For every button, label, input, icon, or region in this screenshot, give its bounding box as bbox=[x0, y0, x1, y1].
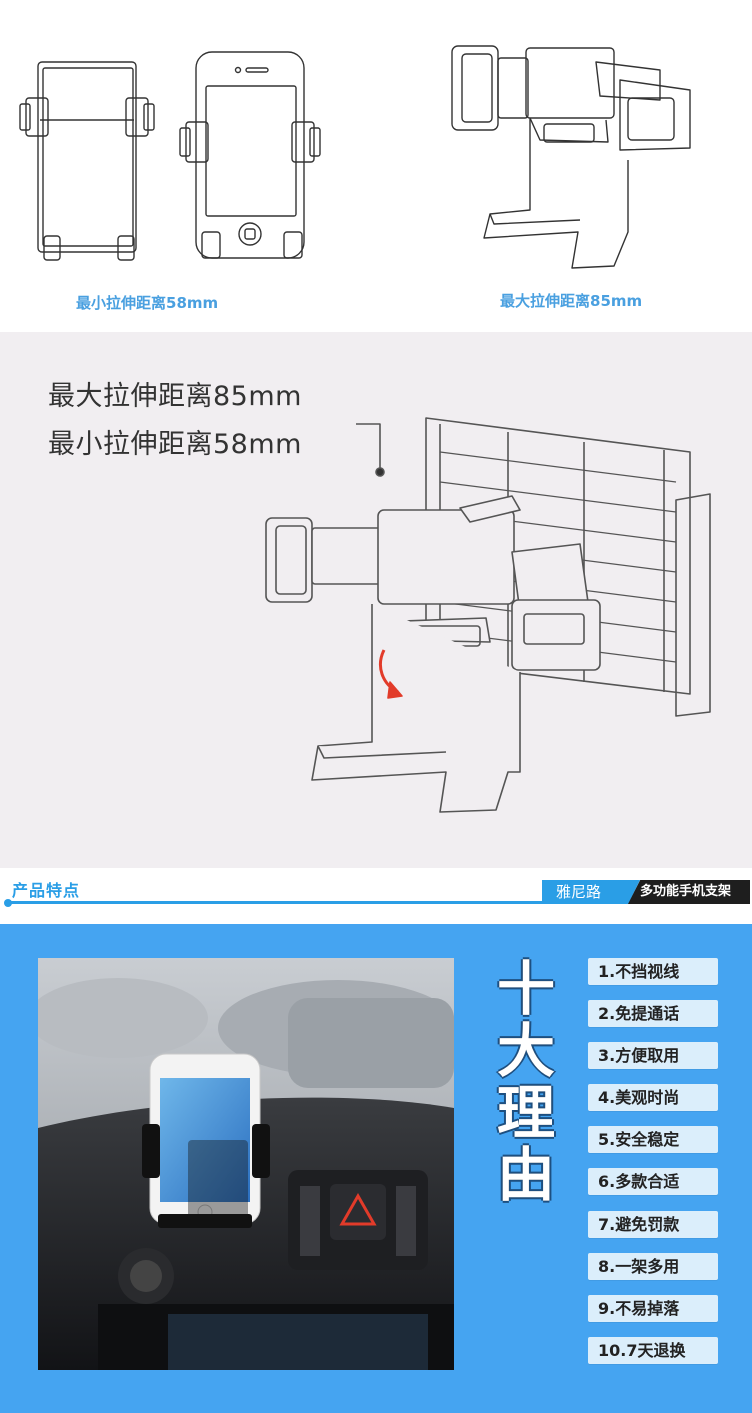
max-stretch-spec: 最大拉伸距离85mm bbox=[48, 381, 302, 412]
reason-item: 3.方便取用 bbox=[588, 1042, 718, 1070]
reason-item: 5.安全稳定 bbox=[588, 1126, 718, 1154]
car-mount-photo bbox=[38, 958, 454, 1370]
reason-item: 2.免提通话 bbox=[588, 1000, 718, 1028]
title-char: 大 bbox=[496, 1017, 555, 1085]
phone-iphone-drawing bbox=[179, 51, 321, 259]
reason-item: 1.不挡视线 bbox=[588, 958, 718, 985]
max-stretch-caption: 最大拉伸距离85mm bbox=[500, 292, 643, 310]
stretch-diagram-panel: 最小拉伸距离58mm 最大拉伸距离85mm bbox=[0, 0, 752, 332]
reason-item: 9.不易掉落 bbox=[588, 1294, 718, 1322]
min-stretch-caption: 最小拉伸距离58mm bbox=[76, 294, 219, 312]
holder-max-drawing bbox=[451, 45, 691, 269]
features-title: 产品特点 bbox=[12, 881, 81, 900]
holder-vent-drawing bbox=[265, 417, 711, 813]
header-dot bbox=[4, 899, 12, 907]
reason-item: 7.避免罚款 bbox=[588, 1210, 718, 1238]
header-divider bbox=[6, 901, 548, 904]
reasons-list: 1.不挡视线 2.免提通话 3.方便取用 4.美观时尚 5.安全稳定 6.多款合… bbox=[588, 958, 718, 1379]
spec-sheet-panel: 最大拉伸距离85mm 最小拉伸距离58mm bbox=[0, 332, 752, 868]
reason-item: 10.7天退换 bbox=[588, 1336, 718, 1364]
holder-line-drawings bbox=[19, 45, 691, 269]
reason-item: 4.美观时尚 bbox=[588, 1084, 718, 1112]
title-char: 由 bbox=[496, 1141, 555, 1209]
phone-min-drawing bbox=[19, 61, 155, 261]
brand-label: 雅尼路 bbox=[542, 880, 640, 904]
ten-reasons-panel: 十 大 理 由 1.不挡视线 2.免提通话 3.方便取用 4.美观时尚 5.安全… bbox=[0, 924, 752, 1413]
features-header: 产品特点 雅尼路 多功能手机支架 bbox=[0, 868, 752, 924]
title-char: 十 bbox=[496, 955, 555, 1023]
ten-reasons-title: 十 大 理 由 bbox=[494, 958, 558, 1206]
reason-item: 8.一架多用 bbox=[588, 1252, 718, 1280]
min-stretch-spec: 最小拉伸距离58mm bbox=[48, 429, 302, 460]
holder-drawing bbox=[265, 495, 601, 813]
product-label: 多功能手机支架 bbox=[628, 880, 750, 904]
reason-item: 6.多款合适 bbox=[588, 1168, 718, 1196]
title-char: 理 bbox=[496, 1079, 555, 1147]
